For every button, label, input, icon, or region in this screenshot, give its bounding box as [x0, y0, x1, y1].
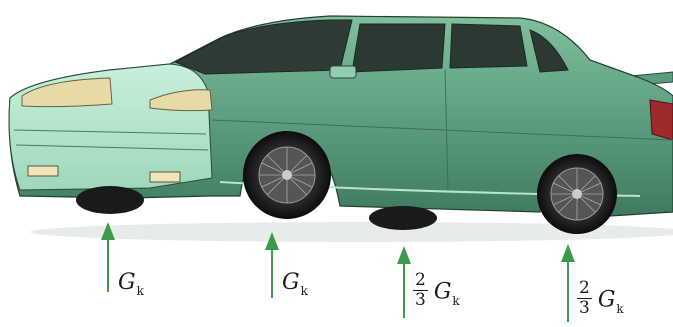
tail-light	[649, 99, 673, 141]
window-glass	[173, 19, 569, 75]
ground-shadow	[30, 222, 673, 242]
force-label-2: Gk	[282, 270, 308, 298]
headlight-right	[149, 89, 213, 112]
wheel-rear-right	[537, 154, 617, 234]
fog-light-right	[149, 171, 181, 183]
wheel-front-right	[243, 131, 331, 219]
headlight-left	[21, 77, 113, 108]
force-label-1: Gk	[118, 270, 144, 298]
force-arrow-3	[397, 246, 411, 318]
force-arrow-2	[265, 232, 279, 298]
force-arrow-1	[101, 222, 115, 292]
wheel-rear-left	[369, 206, 437, 230]
force-arrow-4	[561, 244, 575, 322]
side-mirror	[329, 65, 357, 79]
wheel-front-left	[76, 186, 144, 214]
fog-light-left	[27, 165, 59, 177]
